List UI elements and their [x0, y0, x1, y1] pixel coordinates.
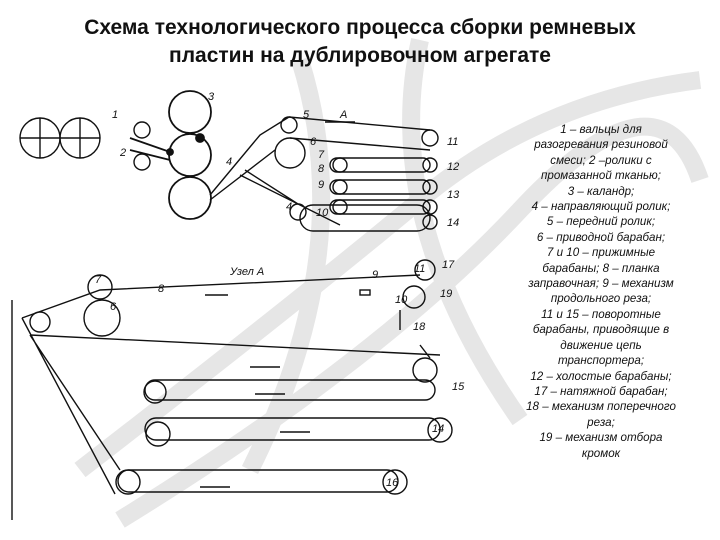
label-5: 5: [303, 109, 310, 121]
fabric-roller-top: [133, 121, 151, 139]
legend-line: 4 – направляющий ролик;: [531, 200, 671, 214]
label-15: 15: [452, 381, 465, 393]
label-3: 3: [208, 91, 215, 103]
label-9a: 9: [318, 179, 324, 191]
label-9b: 9: [372, 269, 378, 281]
label-11b: 11: [414, 263, 425, 275]
label-12: 12: [447, 161, 459, 173]
press-drum-10: [402, 285, 426, 309]
label-10b: 10: [395, 294, 408, 306]
label-14a: 14: [447, 217, 459, 229]
legend-line: кромок: [581, 446, 621, 460]
legend-line: смеси; 2 –ролики с: [550, 153, 652, 167]
drive-drum-6: [83, 299, 121, 337]
label-19: 19: [440, 288, 452, 300]
legend-line: 3 – каландр;: [567, 184, 635, 198]
legend: 1 – вальцы для разогревания резиновой см…: [490, 122, 712, 461]
label-A: А: [339, 109, 347, 121]
label-6b: 6: [110, 301, 117, 313]
legend-line: движение цепь: [560, 338, 642, 352]
legend-line: заправочная; 9 – механизм: [528, 277, 674, 291]
turn-drum-11: [414, 259, 436, 281]
legend-line: 11 и 15 – поворотные: [541, 307, 661, 321]
legend-line: 12 – холостые барабаны;: [530, 369, 672, 383]
label-11a: 11: [447, 136, 458, 148]
fabric-path-fan: [209, 116, 341, 226]
front-roller: [280, 116, 298, 134]
fabric-roller-bottom: [133, 153, 151, 171]
label-2: 2: [119, 147, 126, 159]
legend-line: разогревания резиновой: [534, 138, 668, 152]
title-line-1: Схема технологического процесса сборки р…: [84, 16, 636, 39]
upper-belts: [288, 116, 439, 232]
legend-line: промазанной тканью;: [541, 169, 661, 183]
label-4a: 4: [226, 156, 232, 168]
label-1: 1: [112, 109, 118, 121]
legend-line: 17 – натяжной барабан;: [534, 384, 668, 398]
label-8: 8: [318, 163, 325, 175]
label-16: 16: [386, 477, 399, 489]
drive-drum-upper: [274, 137, 306, 169]
legend-line: 6 – приводной барабан;: [536, 230, 666, 244]
label-uzel-a: Узел А: [229, 266, 264, 278]
label-7b: 7: [95, 274, 102, 286]
legend-line: 19 – механизм отбора: [539, 431, 663, 445]
legend-line: продольного реза;: [550, 292, 652, 306]
label-6a: 6: [310, 136, 317, 148]
legend-line: 18 – механизм поперечного: [526, 400, 676, 414]
title-line-2: пластин на дублировочном агрегате: [169, 44, 551, 67]
mill-rolls: [19, 117, 101, 159]
label-4b: 4: [286, 201, 292, 213]
legend-line: транспортера;: [557, 354, 645, 368]
label-18: 18: [413, 321, 426, 333]
label-7a: 7: [318, 149, 325, 161]
label-13: 13: [447, 189, 460, 201]
lower-conveyor: [11, 259, 453, 520]
legend-line: 1 – вальцы для: [560, 123, 642, 136]
legend-line: барабаны; 8 – планка: [542, 261, 660, 275]
label-8b: 8: [158, 283, 165, 295]
label-14b: 14: [432, 423, 444, 435]
label-10a: 10: [316, 207, 329, 219]
label-17: 17: [442, 259, 455, 271]
legend-line: 5 – передний ролик;: [546, 215, 656, 229]
legend-line: барабаны, приводящие в: [532, 323, 670, 337]
press-drum-7: [87, 274, 113, 300]
calender: [129, 90, 212, 220]
legend-line: 7 и 10 – прижимные: [546, 246, 656, 260]
page-title: Схема технологического процесса сборки р…: [0, 14, 720, 70]
legend-line: реза;: [587, 415, 615, 429]
